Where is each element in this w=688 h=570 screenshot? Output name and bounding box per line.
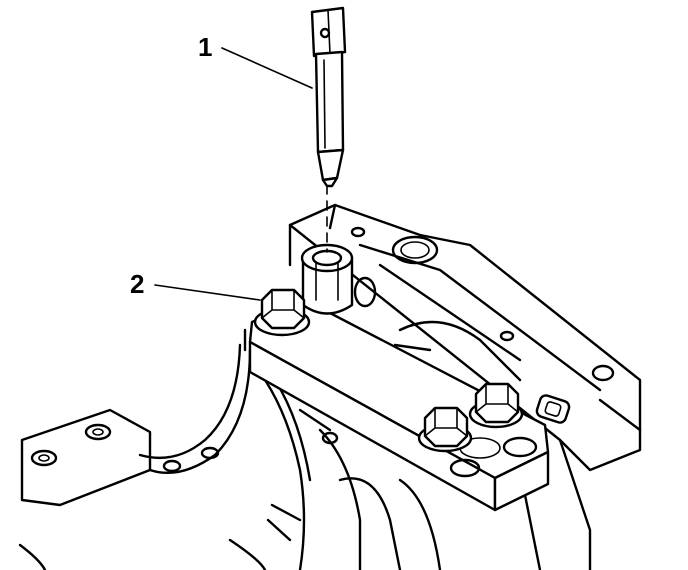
callout-1-label: 1: [198, 32, 212, 62]
plate-bolt: [468, 382, 524, 429]
driver-tool: [310, 6, 347, 188]
deck-rail: [288, 203, 642, 570]
plate-bolt: [253, 288, 311, 337]
callout-2-label: 2: [130, 269, 144, 299]
engine-block: [18, 328, 442, 570]
callout-2-leader: [154, 284, 261, 301]
guide-bushing: [300, 184, 354, 315]
plate-bolt: [417, 406, 473, 453]
callout-1-leader: [221, 47, 313, 89]
